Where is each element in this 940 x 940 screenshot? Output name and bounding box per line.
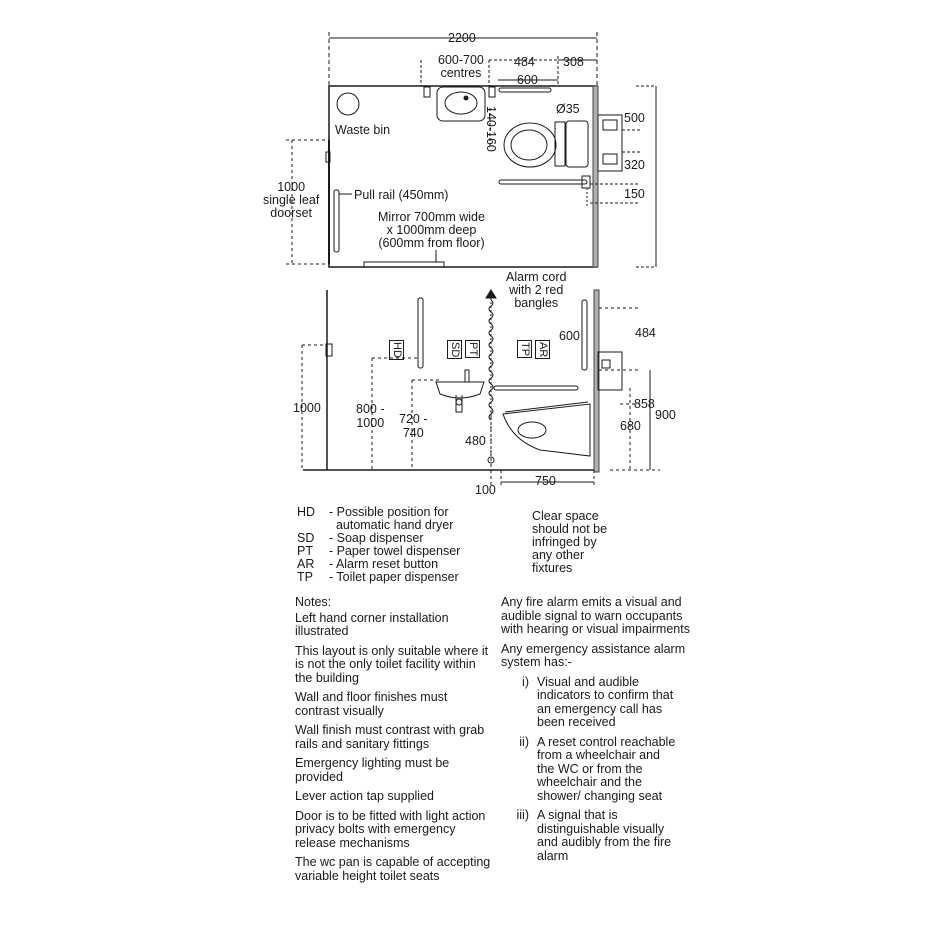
alarm-list-item: ii) A reset control reachable from a whe… [501,734,691,804]
dim-centres: 600-700 centres [438,53,484,80]
dim-150: 150 [624,187,645,201]
dim-720-740: 720 - 740 [399,412,428,440]
plan-mirror [363,261,445,268]
note-item: Door is to be fitted with light action p… [295,808,486,850]
alarm-item-text: A signal that is distinguishable visuall… [537,808,672,863]
dim-overall-width: 2200 [448,31,476,45]
dim-320: 320 [624,158,645,172]
box-hd: HD [389,340,404,360]
alarm-info: Any fire alarm emits a visual and audibl… [501,595,691,869]
notes: Notes: Left hand corner installation ill… [295,595,495,889]
box-ar: AR [535,340,550,360]
dim-1000-elev: 1000 [293,401,321,415]
dim-500: 500 [624,111,645,125]
waste-bin [336,92,360,116]
legend-desc: - Possible position for automatic hand d… [329,505,454,532]
plan-top-grab-rail [498,87,552,93]
legend: HD - Possible position for automatic han… [297,506,479,584]
alarm-list-item: iii) A signal that is distinguishable vi… [501,808,691,863]
legend-desc: - Alarm reset button [329,557,439,571]
dim-800-1000: 800 - 1000 [356,402,385,430]
dim-900: 900 [655,408,676,422]
note-item: Left hand corner installation illustrate… [295,610,449,638]
dim-600-plan: 600 [517,73,538,87]
elevation-horizontal-rail [493,385,579,391]
dim-858: 858 [634,397,655,411]
label-alarm-cord: Alarm cord with 2 red bangles [506,270,567,310]
plan-right-wall [592,85,599,268]
alarm-item-text: A reset control reachable from a wheelch… [537,734,676,803]
elevation-basin [435,381,485,399]
alarm-item-text: Visual and audible indicators to confirm… [537,674,674,729]
elevation-wall-rail [581,299,588,371]
alarm-item-number: iii) [516,808,530,822]
elevation-vertical-grab-rail [417,297,424,369]
alarm-reset-unit [597,351,623,391]
box-pt: PT [465,340,480,359]
dim-diameter: Ø35 [556,102,580,116]
dim-140-160: 140-160 [484,106,498,152]
legend-code: HD [297,505,316,519]
note-item: This layout is only suitable where it is… [295,643,489,685]
alarm-list-item: i) Visual and audible indicators to conf… [501,674,691,730]
alarm-intro-fire: Any fire alarm emits a visual and audibl… [501,595,690,636]
dim-308: 308 [563,55,584,69]
legend-item: TP - Toilet paper dispenser [297,571,479,584]
legend-desc: - Paper towel dispenser [329,544,461,558]
box-sd: SD [447,340,462,360]
plan-basin [436,86,486,122]
legend-desc: - Soap dispenser [329,531,424,545]
note-item: Wall finish must contrast with grab rail… [295,723,485,751]
label-doorset: 1000 single leaf doorset [263,180,320,220]
dim-480: 480 [465,434,486,448]
dim-600-elev: 600 [559,329,580,343]
note-item: Emergency lighting must be provided [295,756,450,784]
dim-680: 680 [620,419,641,433]
legend-item: SD - Soap dispenser [297,532,479,545]
legend-code: TP [297,570,313,584]
box-tp: TP [517,340,532,359]
legend-item: AR - Alarm reset button [297,558,479,571]
label-mirror: Mirror 700mm wide x 1000mm deep (600mm f… [378,210,485,250]
dim-484-elev: 484 [635,326,656,340]
legend-desc: - Toilet paper dispenser [329,570,459,584]
alarm-intro-emergency: Any emergency assistance alarm system ha… [501,641,686,669]
note-item: Lever action tap supplied [295,789,434,803]
label-waste-bin: Waste bin [335,123,391,137]
plan-view [286,32,657,268]
elevation-right-wall [593,289,600,473]
alarm-item-number: ii) [519,734,529,749]
elevation-view [301,289,660,486]
alarm-cord [485,289,497,464]
clear-space-note: Clear space should not be infringed by a… [532,509,608,575]
dim-100: 100 [475,483,496,497]
legend-item: HD - Possible position for automatic han… [297,506,479,532]
label-pull-rail: Pull rail (450mm) [354,188,449,202]
legend-code: PT [297,544,313,558]
legend-item: PT - Paper towel dispenser [297,545,479,558]
alarm-list: i) Visual and audible indicators to conf… [501,674,691,864]
door-handle [325,151,331,163]
alarm-item-number: i) [522,674,529,689]
plan-drop-down-rail [498,179,588,185]
elevation-wc [502,403,591,457]
notes-heading: Notes: [295,595,332,609]
note-item: The wc pan is capable of accepting varia… [295,855,491,883]
legend-code: AR [297,557,315,571]
note-item: Wall and floor finishes must contrast vi… [295,690,448,718]
dim-484-plan: 484 [514,55,535,69]
pull-rail [333,189,340,253]
legend-code: SD [297,531,315,545]
dim-750: 750 [535,474,556,488]
plan-wc-pan [503,120,589,168]
